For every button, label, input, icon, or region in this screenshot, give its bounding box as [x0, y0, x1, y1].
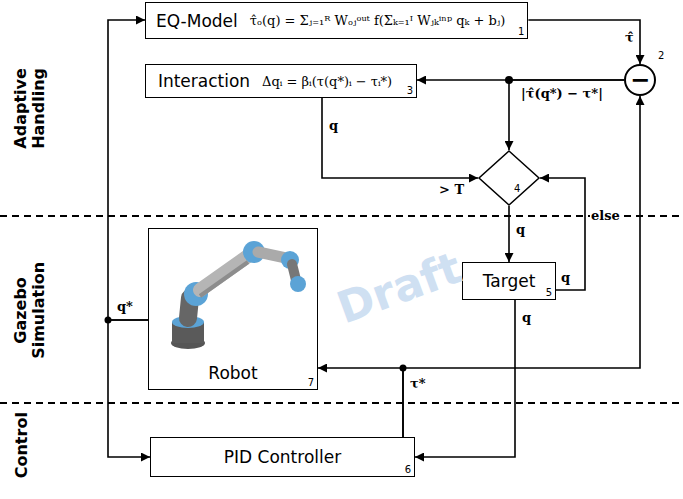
robot-illustration	[171, 241, 306, 349]
section-label: Control	[13, 400, 31, 490]
callout-number: 5	[546, 287, 552, 298]
connector	[322, 98, 478, 178]
node-title: Interaction	[158, 71, 250, 91]
subtract-junction: −2	[624, 64, 656, 96]
diamond-outline	[478, 150, 540, 206]
connector	[318, 368, 403, 437]
minus-sign: −	[630, 68, 650, 92]
section-label: Adaptive Handling	[12, 58, 49, 158]
edge-label: q	[515, 222, 526, 237]
connector	[509, 80, 624, 150]
robot-ground	[148, 228, 318, 390]
connector	[508, 206, 510, 262]
connector	[108, 320, 150, 457]
target-box: Target 5	[462, 262, 556, 300]
callout-number: 6	[405, 464, 411, 475]
node-formula: Δqᵢ = βᵢ(τ(q*)ᵢ − τᵢ*)	[262, 74, 392, 89]
node-title: Robot	[208, 363, 257, 383]
callout-number: 7	[308, 377, 314, 388]
callout-number: 3	[407, 85, 413, 96]
model-box: EQ-Model τ̂ₒ(q) = Σⱼ₌₁ᴿ Wₒⱼᵒᵘᵗ f(Σₖ₌₁ᴵ Wⱼ…	[145, 2, 528, 39]
connector	[415, 300, 515, 457]
node-formula: τ̂ₒ(q) = Σⱼ₌₁ᴿ Wₒⱼᵒᵘᵗ f(Σₖ₌₁ᴵ Wⱼₖⁱⁿᵖ qₖ …	[250, 13, 506, 28]
decision-diamond: 4	[478, 150, 540, 206]
connector	[528, 20, 640, 64]
edge-label: q	[328, 118, 339, 133]
section-label: Gazebo Simulation	[12, 260, 49, 360]
signal-label: > T	[438, 182, 465, 197]
signal-label: q	[560, 270, 571, 285]
edge-label: τ*	[409, 376, 427, 391]
section-divider	[0, 215, 683, 217]
process-box: Interaction Δqᵢ = βᵢ(τ(q*)ᵢ − τᵢ*) 3	[145, 64, 417, 98]
callout-number: 4	[514, 183, 520, 194]
watermark: Draft	[330, 242, 468, 334]
edge-label: τ̂	[624, 30, 635, 45]
node-title: Target	[483, 271, 536, 291]
controller-box: PID Controller 6	[150, 437, 415, 477]
callout-number: 1	[518, 26, 524, 37]
section-divider	[0, 402, 683, 404]
callout-number: 2	[658, 50, 664, 61]
robot-box: Robot 7	[148, 228, 318, 390]
node-title: PID Controller	[224, 447, 341, 467]
edge-label: |τ̂(q*) − τ*|	[520, 86, 604, 101]
edge-label: q	[521, 310, 532, 325]
node-title: EQ-Model	[156, 11, 238, 31]
edge-label: q*	[116, 299, 134, 314]
edge-label: else	[590, 208, 621, 223]
connector	[108, 20, 148, 320]
